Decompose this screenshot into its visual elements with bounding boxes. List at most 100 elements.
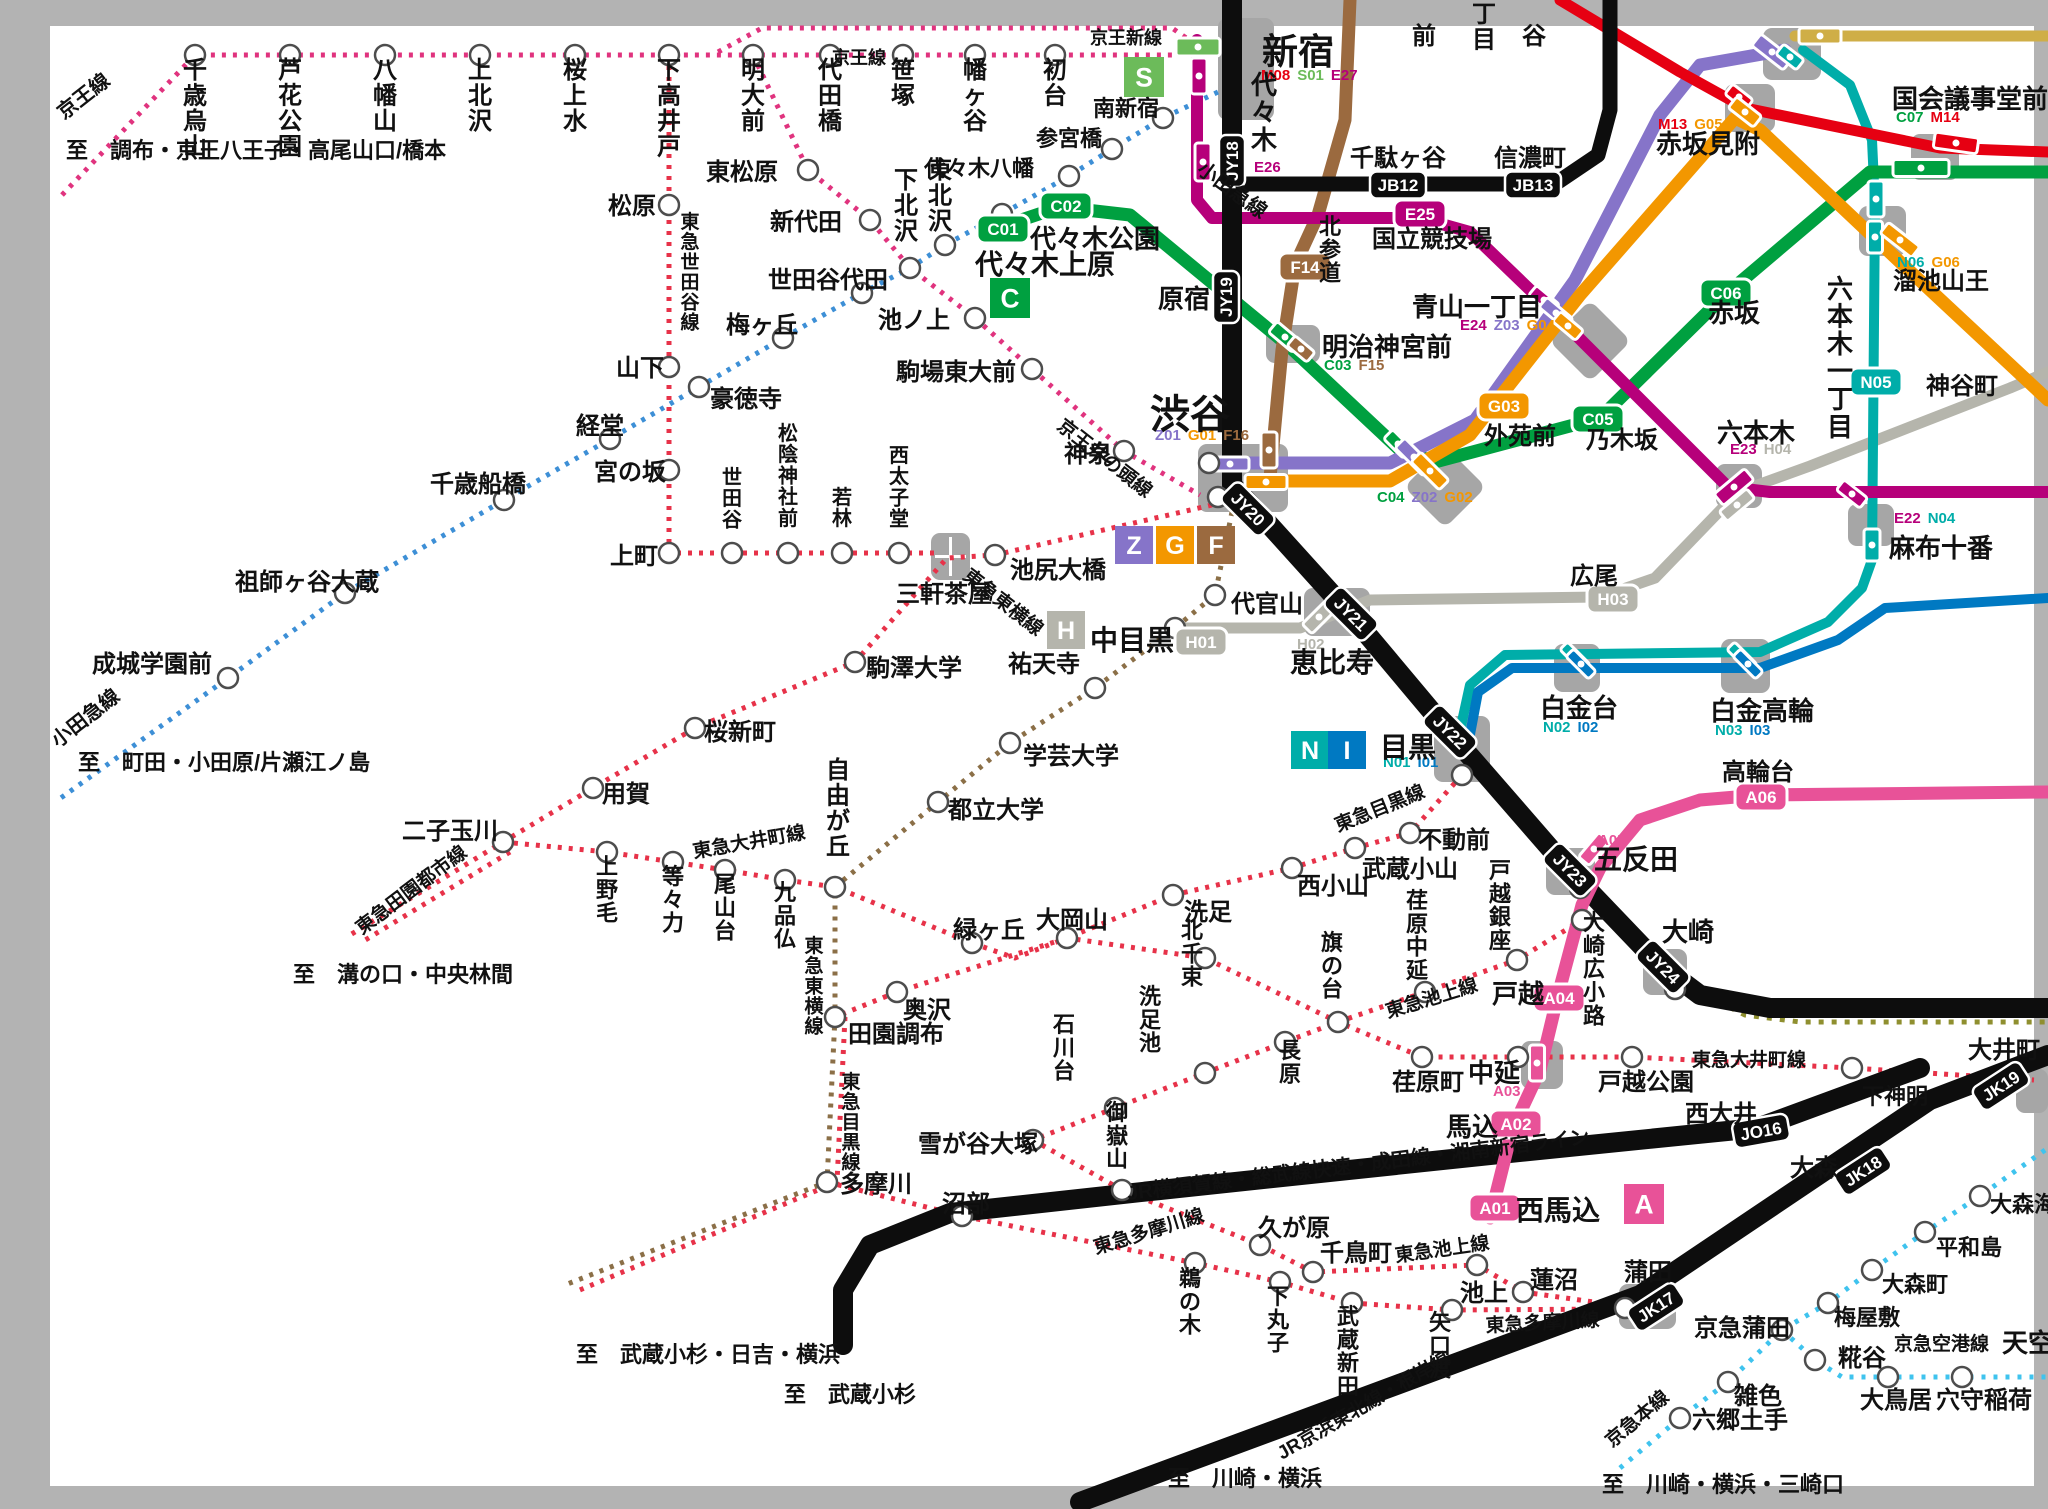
station-badge-text: JB12 — [1378, 176, 1419, 195]
map-label: 戸越公園 — [1598, 1069, 1694, 1096]
station-dot — [1193, 946, 1217, 970]
map-label: 豪徳寺 — [710, 385, 782, 413]
station-dot — [1860, 1258, 1884, 1282]
station-dot — [1450, 763, 1474, 787]
line-marker — [1528, 1043, 1546, 1083]
map-label: 田園調布 — [848, 1020, 944, 1048]
station-dot — [773, 868, 797, 892]
station-badge-JO16: JO16 — [1730, 1112, 1792, 1150]
station-dot — [720, 541, 744, 565]
line-marker-dot — [1297, 345, 1305, 353]
map-label-vertical: 東急東横線 — [804, 934, 824, 1038]
map-label: 山下 — [616, 355, 664, 382]
station-badge-rect — [1422, 704, 1478, 760]
station-badge-F14: F14 — [1277, 251, 1333, 283]
station-dot — [1268, 1270, 1292, 1294]
line-marker-dot — [1590, 845, 1598, 853]
map-label: 新宿 — [1262, 31, 1334, 72]
station-dot — [713, 858, 737, 882]
line-symbol-rect — [1291, 731, 1329, 769]
map-label: 南新宿 — [1093, 96, 1159, 121]
map-label-vertical: 等々力 — [662, 864, 684, 936]
station-badge-rect — [1392, 198, 1448, 230]
line-marker — [1866, 179, 1886, 219]
map-label: 広尾 — [1570, 562, 1618, 590]
station-dot — [581, 776, 605, 800]
station-badge-text: H01 — [1185, 633, 1216, 652]
station-dot — [891, 43, 915, 67]
map-label: 沼部 — [942, 1190, 990, 1218]
map-label: 世田谷代田 — [768, 267, 888, 294]
map-label-vertical: 世田谷 — [722, 466, 743, 531]
station-badge-text: A04 — [1543, 989, 1575, 1008]
map-label: 参宮橋 — [1036, 126, 1103, 151]
line-marker-dot — [1564, 322, 1572, 330]
map-label-vertical: 下高井戸 — [657, 57, 681, 160]
station-badge-text: C02 — [1050, 197, 1081, 216]
station-badge-rect — [1173, 626, 1229, 658]
station-badge-JB13: JB13 — [1503, 170, 1563, 200]
line-symbol-text: S — [1135, 63, 1153, 93]
station-dot — [1770, 1318, 1794, 1342]
station-badge-text: N05 — [1860, 373, 1891, 392]
line-marker-dot — [1226, 460, 1234, 468]
line-symbol-text: A — [1634, 1190, 1653, 1220]
rail-line-jr-yokosuka — [833, 1058, 1930, 1355]
station-badge-A02: A02 — [1488, 1108, 1544, 1140]
rail-line-tokyu-meguro — [834, 773, 1464, 1020]
station-codes: H02 — [1297, 636, 1325, 653]
station-badge-C06: C06 — [1698, 277, 1754, 309]
map-label: 池ノ上 — [878, 307, 950, 334]
map-label: 溜池山王 — [1893, 267, 1989, 295]
line-marker-dot — [1262, 478, 1270, 486]
station-badge-rect — [1467, 1192, 1523, 1224]
line-marker — [1866, 219, 1884, 255]
map-label: 大崎 — [1662, 917, 1714, 947]
map-label-vertical: 桜上水 — [563, 57, 588, 135]
station-dot — [1465, 1253, 1489, 1277]
station-dot — [661, 850, 685, 874]
map-label: 大井町 — [1968, 1037, 2040, 1064]
station-badge-rect — [1220, 481, 1276, 537]
station-badge-rect — [1277, 251, 1333, 283]
line-marker — [1732, 648, 1764, 680]
line-symbol-rect — [1115, 526, 1153, 564]
station-badge-rect — [1730, 1112, 1792, 1150]
station-badge-rect — [1323, 586, 1379, 642]
rail-line-tokyu-denentoshi2 — [360, 849, 512, 945]
line-symbol-Z: Z — [1115, 526, 1153, 564]
rail-line-tokyu-denentoshi — [348, 502, 1213, 938]
map-label: 蒲田 — [1624, 1259, 1672, 1286]
map-label: 西馬込 — [1516, 1195, 1600, 1226]
station-dot — [1103, 1096, 1127, 1120]
station-dot — [1876, 1365, 1900, 1389]
station-badge-text: JB13 — [1513, 176, 1554, 195]
map-label: 新代田 — [770, 208, 842, 236]
map-label: 梅屋敷 — [1834, 1305, 1901, 1330]
line-marker — [1565, 648, 1597, 680]
station-dot — [1326, 1010, 1350, 1034]
line-marker-dot — [1952, 139, 1960, 147]
map-label: 上町 — [610, 543, 658, 570]
station-dot — [1020, 357, 1044, 381]
map-label: 緑ヶ丘 — [953, 916, 1025, 944]
station-dot — [1112, 439, 1136, 463]
map-label: 東急大井町線 — [1692, 1048, 1806, 1071]
station-dot — [1668, 1406, 1692, 1430]
station-dot — [1197, 451, 1221, 475]
map-label: 中延 — [1468, 1058, 1521, 1088]
map-label-vertical: 幡ヶ谷 — [963, 57, 988, 135]
station-dot — [1343, 836, 1367, 860]
map-label: 洗足 — [1184, 899, 1232, 926]
line-symbol-text: I — [1344, 737, 1351, 765]
line-marker-dot — [1816, 32, 1824, 40]
station-dot — [1410, 1045, 1434, 1069]
station-dot — [963, 306, 987, 330]
station-dot — [926, 790, 950, 814]
line-symbol-rect — [1047, 611, 1085, 649]
station-dot — [1055, 926, 1079, 950]
map-label: 池上 — [1460, 1280, 1508, 1307]
